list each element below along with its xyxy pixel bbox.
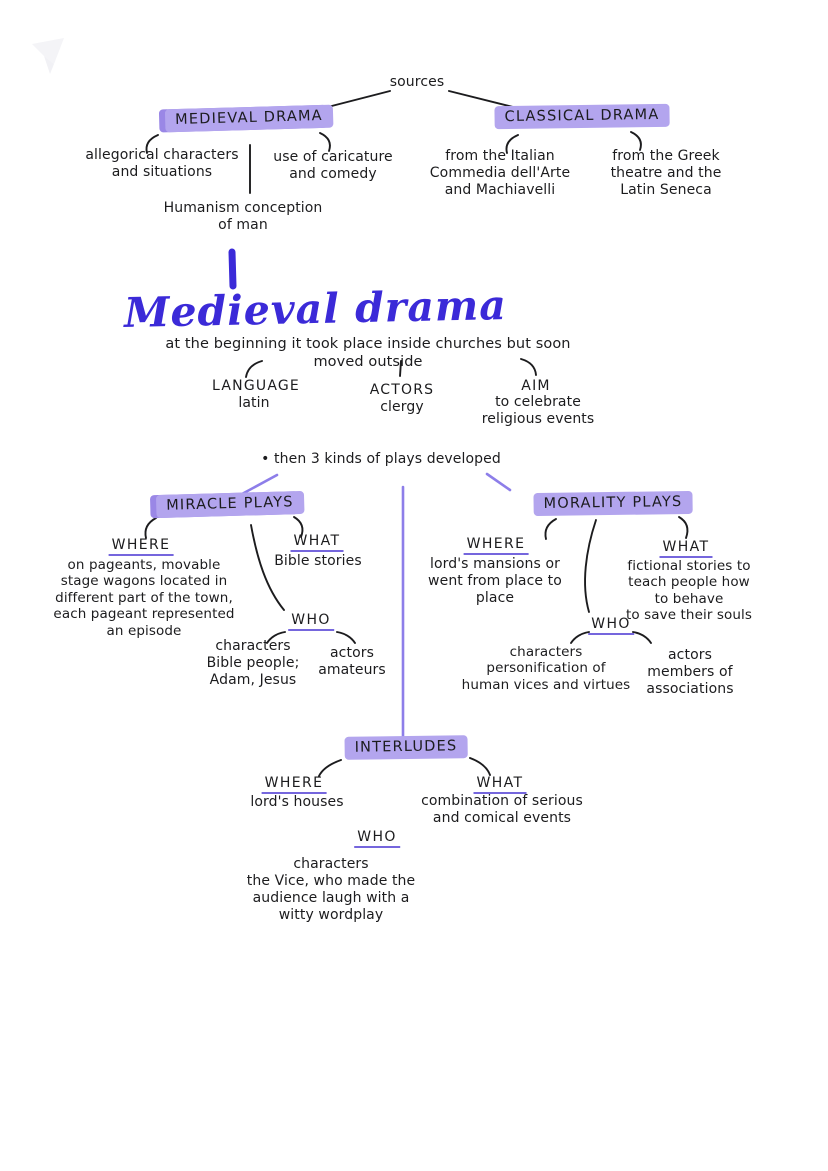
connector-miracle-who-right — [336, 631, 356, 644]
interludes-where-text: lord's houses — [250, 794, 344, 810]
watermark-logo-icon — [32, 38, 64, 74]
morality-what-label: WHAT — [659, 539, 713, 558]
heading-classical-drama: CLASSICAL DRAMA — [494, 103, 670, 130]
miracle-who-characters: characters Bible people; Adam, Jesus — [206, 638, 300, 689]
heading-morality-plays: MORALITY PLAYS — [533, 490, 693, 517]
note-classical-commedia: from the Italian Commedia dell'Arte and … — [429, 148, 571, 199]
miracle-what-text: Bible stories — [274, 553, 362, 569]
heading-interludes: INTERLUDES — [344, 735, 468, 760]
connector-morality-where — [544, 518, 557, 540]
aspect-language-value: latin — [238, 395, 270, 411]
interludes-who-label: WHO — [354, 829, 400, 848]
miracle-where-text: on pageants, movable stage wagons locate… — [53, 557, 235, 639]
miracle-where-label: WHERE — [108, 537, 174, 556]
note-medieval-caricature: use of caricature and comedy — [273, 149, 393, 183]
interludes-what-text: combination of serious and comical event… — [421, 793, 583, 827]
connector-interludes-what — [469, 757, 491, 776]
note-humanism: Humanism conception of man — [163, 200, 323, 234]
note-classical-greek: from the Greek theatre and the Latin Sen… — [610, 148, 722, 199]
morality-who-label: WHO — [588, 616, 634, 635]
morality-where-text: lord's mansions or went from place to pl… — [428, 556, 562, 607]
connector-miracle-where — [144, 517, 157, 539]
miracle-who-label: WHO — [288, 612, 334, 631]
aspect-aim-label: AIM — [521, 378, 551, 394]
morality-who-characters: characters personification of human vice… — [461, 644, 631, 693]
connector-morality-who — [584, 519, 597, 613]
connector-morality-what — [678, 516, 689, 539]
miracle-what-label: WHAT — [290, 533, 344, 552]
intro-sentence: at the beginning it took place inside ch… — [165, 336, 571, 370]
bullet-three-kinds: • then 3 kinds of plays developed — [261, 451, 501, 467]
aspect-language-label: LANGUAGE — [212, 378, 300, 394]
morality-what-text: fictional stories to teach people how to… — [625, 558, 753, 624]
interludes-who-characters: characters the Vice, who made the audien… — [246, 856, 416, 924]
heading-medieval-drama: MEDIEVAL DRAMA — [164, 104, 334, 133]
sources-root-label: sources — [389, 74, 445, 90]
miracle-who-actors: actors amateurs — [318, 645, 386, 679]
morality-who-actors: actors members of associations — [646, 647, 734, 698]
connector-interludes-where — [318, 759, 342, 777]
aspect-aim-value: to celebrate religious events — [481, 394, 595, 428]
interludes-what-label: WHAT — [473, 775, 527, 794]
interludes-where-label: WHERE — [261, 775, 327, 794]
heading-miracle-plays: MIRACLE PLAYS — [155, 490, 305, 519]
connector-morality-who-left — [570, 631, 590, 644]
connector-bullet-morality — [485, 472, 512, 492]
morality-where-label: WHERE — [463, 536, 529, 555]
connector-humanism-title — [228, 248, 237, 290]
page-title: Medieval drama — [123, 280, 508, 338]
aspect-actors-label: ACTORS — [369, 382, 435, 398]
note-medieval-allegorical: allegorical characters and situations — [85, 147, 239, 181]
aspect-actors-value: clergy — [380, 399, 424, 415]
connector-morality-who-right — [632, 631, 652, 644]
